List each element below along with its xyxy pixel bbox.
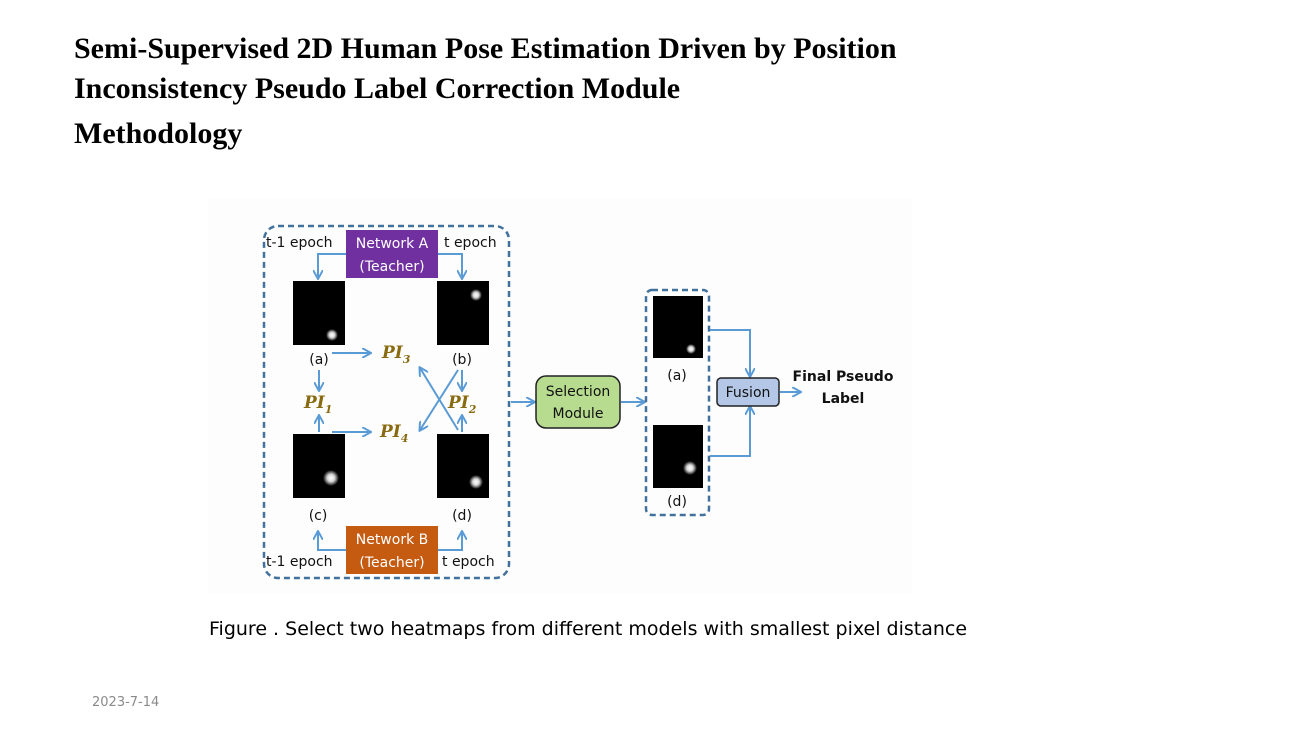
arrow-net-a-to-b: [438, 253, 462, 278]
selected-label-a: (a): [667, 368, 687, 384]
heatmap-d: [437, 434, 489, 498]
network-a-role: (Teacher): [359, 259, 424, 275]
figure-caption: Figure . Select two heatmaps from differ…: [209, 618, 968, 640]
heatmap-d-peak: [469, 475, 483, 489]
final-label-line1: Final Pseudo: [793, 369, 894, 385]
fusion-box: [716, 377, 780, 407]
pi-symbol: PI: [381, 343, 404, 363]
pi-subscript-2: 2: [468, 403, 477, 416]
pipeline-diagram: t-1 epoch t epoch t-1 epoch t epoch Netw…: [262, 224, 894, 580]
arrow-net-a-to-a: [318, 253, 346, 278]
selected-label-d: (d): [667, 494, 687, 510]
arrow-b-to-pi4-cross: [420, 369, 459, 430]
heatmap-c-peak: [323, 470, 339, 486]
heatmap-c: [293, 434, 345, 498]
pipeline-figure: t-1 epoch t epoch t-1 epoch t epoch Netw…: [208, 198, 912, 594]
arrow-a-to-fusion: [710, 329, 750, 376]
epoch-label-bottom-left: t-1 epoch: [266, 554, 333, 570]
epoch-label-top-right: t epoch: [444, 235, 497, 251]
selection-module-line1: Selection: [546, 384, 611, 400]
pi-symbol: PI: [379, 422, 402, 442]
pi-label-4: PI4: [379, 422, 408, 445]
fusion-label: Fusion: [726, 385, 771, 401]
heatmap-label-c: (c): [309, 508, 328, 524]
network-b-box: [346, 526, 438, 574]
pi-subscript-3: 3: [403, 353, 411, 366]
heatmap-a-peak: [326, 329, 338, 341]
selection-module-line2: Module: [553, 406, 604, 422]
selected-heatmap-d-peak: [683, 461, 697, 475]
network-a-name: Network A: [356, 236, 429, 252]
selection-module-box: [535, 375, 621, 429]
pi-label-3: PI3: [381, 343, 411, 366]
network-a-box: [346, 230, 438, 278]
pi-label-1: PI1: [303, 393, 332, 416]
heatmap-label-d: (d): [452, 508, 472, 524]
teacher-group-frame: [262, 224, 511, 580]
heatmap-b-peak: [470, 289, 482, 301]
pi-symbol: PI: [447, 393, 470, 413]
section-heading: Methodology: [74, 117, 243, 150]
heatmap-label-a: (a): [309, 352, 329, 368]
slide-title-line-1: Semi-Supervised 2D Human Pose Estimation…: [74, 32, 897, 65]
epoch-label-top-left: t-1 epoch: [266, 235, 333, 251]
epoch-label-bottom-right: t epoch: [442, 554, 495, 570]
pi-symbol: PI: [303, 393, 326, 413]
pi-subscript-1: 1: [325, 403, 333, 416]
selected-heatmap-d: [653, 425, 703, 488]
slide-date: 2023-7-14: [92, 695, 160, 710]
arrow-d-to-fusion: [710, 407, 750, 457]
heatmap-b: [437, 281, 489, 345]
heatmap-label-b: (b): [452, 352, 472, 368]
pi-label-2: PI2: [447, 393, 477, 416]
arrow-net-b-to-c: [318, 532, 346, 551]
arrow-net-b-to-d: [438, 532, 462, 551]
network-b-name: Network B: [356, 532, 429, 548]
pi-subscript-4: 4: [401, 432, 409, 445]
network-b-role: (Teacher): [359, 555, 424, 571]
final-label-line2: Label: [822, 391, 865, 407]
slide-title-line-2: Inconsistency Pseudo Label Correction Mo…: [74, 72, 681, 105]
selected-heatmap-a-peak: [686, 344, 696, 354]
selected-heatmaps-frame: [644, 288, 711, 517]
